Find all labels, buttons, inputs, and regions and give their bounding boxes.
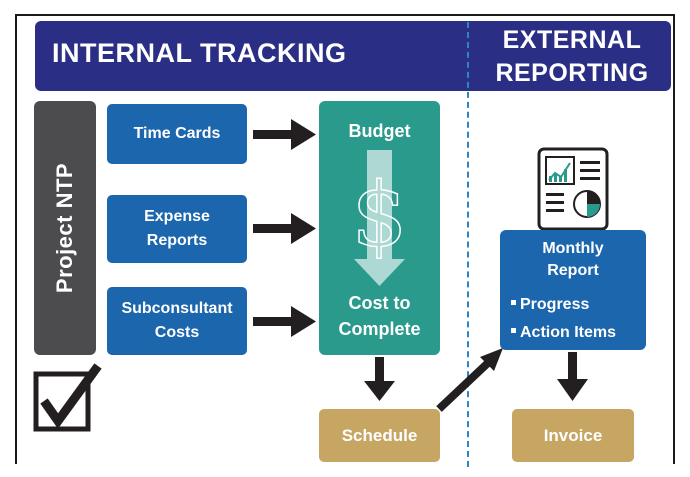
project-ntp-bar <box>34 101 96 355</box>
external-title-line2: REPORTING <box>495 59 649 87</box>
internal-tracking-title: INTERNAL TRACKING <box>52 38 347 68</box>
subconsultant-costs-box: Subconsultant Costs <box>107 287 247 355</box>
schedule-box: Schedule <box>319 409 440 462</box>
diagram-frame <box>15 14 675 464</box>
arrow-monthly-to-invoice <box>557 352 588 401</box>
arrow-subconsultant-to-budget <box>253 306 316 337</box>
expense-reports-box: Expense Reports <box>107 195 247 263</box>
budget-label: Budget <box>348 121 411 141</box>
arrow-schedule-to-monthly <box>436 348 503 412</box>
cost-to-complete-line2: Complete <box>338 319 421 339</box>
checkbox-checked-icon <box>33 363 102 432</box>
invoice-box: Invoice <box>512 409 634 462</box>
cost-to-complete-line1: Cost to <box>348 293 411 313</box>
bullet-action-items-label: Action Items <box>520 324 617 341</box>
bullet-square-icon <box>511 328 516 334</box>
bullet-action-items: Action Items <box>511 322 616 344</box>
bullet-progress: Progress <box>511 294 589 316</box>
monthly-report-title-line2: Report <box>547 262 599 279</box>
monthly-report-title-line1: Monthly <box>542 240 604 257</box>
monthly-report-box: Monthly Report Progress Action Items <box>500 230 646 350</box>
section-divider <box>467 22 469 467</box>
arrow-budget-to-schedule <box>364 357 395 401</box>
expense-reports-line1: Expense <box>144 208 210 225</box>
subconsultant-costs-line1: Subconsultant <box>121 300 233 317</box>
header-banner <box>35 21 671 91</box>
external-title-line1: EXTERNAL <box>502 26 642 54</box>
cost-to-complete-label: Cost to Complete <box>319 290 440 342</box>
schedule-label: Schedule <box>341 425 418 445</box>
expense-reports-line2: Reports <box>146 232 208 249</box>
arrow-time-cards-to-budget <box>253 119 316 150</box>
bullet-square-icon <box>511 300 516 306</box>
external-reporting-title: EXTERNAL REPORTING <box>487 24 657 90</box>
invoice-label: Invoice <box>543 425 603 445</box>
report-document-icon <box>537 147 609 231</box>
time-cards-label: Time Cards <box>133 125 221 142</box>
monthly-report-title: Monthly Report <box>500 238 646 282</box>
time-cards-box: Time Cards <box>107 104 247 164</box>
budget-down-arrow-icon <box>354 150 405 286</box>
arrow-expense-to-budget <box>253 213 316 244</box>
subconsultant-costs-line2: Costs <box>154 324 200 341</box>
dollar-icon: $ <box>352 163 408 266</box>
bullet-progress-label: Progress <box>520 296 590 313</box>
